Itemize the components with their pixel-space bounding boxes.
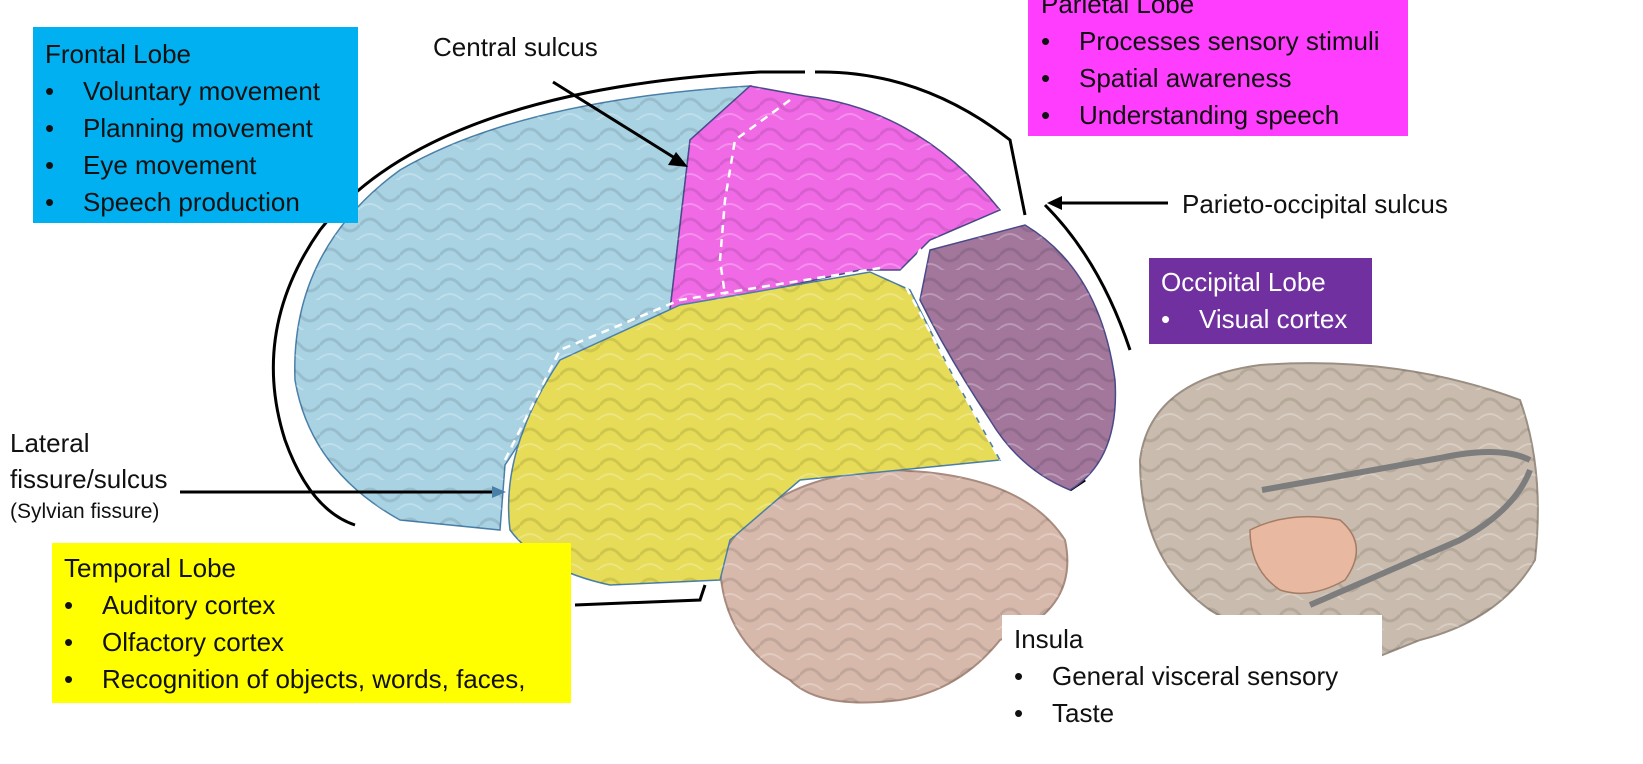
list-item: Understanding speech (1041, 97, 1408, 134)
central-sulcus-line (718, 98, 791, 296)
insula-title: Insula (1014, 624, 1084, 654)
temporal-lobe-region (503, 218, 1002, 586)
lateral-fissure-arrow (180, 486, 506, 498)
list-item: Taste (1014, 695, 1382, 732)
parietal-lobe-title: Parietal Lobe (1041, 0, 1195, 19)
list-item: Auditory cortex (64, 587, 571, 624)
temporal-bracket-line (574, 584, 707, 607)
temporal-lobe-title: Temporal Lobe (64, 553, 236, 583)
lateral-label-line2: fissure/sulcus (10, 464, 168, 494)
central-sulcus-arrow (552, 80, 688, 167)
list-item: Olfactory cortex (64, 624, 571, 661)
lateral-fissure-label: Lateral fissure/sulcus (Sylvian fissure) (10, 425, 168, 527)
insula-photo (1138, 362, 1539, 662)
lateral-label-line1: Lateral (10, 428, 90, 458)
retractor-upper (1261, 449, 1532, 493)
parieto-occipital-arrow (1047, 196, 1168, 210)
central-sulcus-label: Central sulcus (433, 32, 598, 62)
lateral-sulcus-line (503, 266, 881, 461)
parieto-occipital-sulcus-line (903, 218, 1002, 461)
retractor-lower (1308, 468, 1533, 608)
parietal-bracket-line (814, 70, 1027, 216)
list-item: Speech production (45, 184, 358, 221)
sylvian-fissure-label: (Sylvian fissure) (10, 500, 160, 523)
frontal-lobe-region (294, 85, 753, 531)
occipital-lobe-region (919, 224, 1117, 491)
frontal-bracket-line (271, 70, 805, 527)
list-item: Planning movement (45, 110, 358, 147)
list-item: Voluntary movement (45, 73, 358, 110)
frontal-lobe-title: Frontal Lobe (45, 39, 191, 69)
temporal-lobe-list: Auditory cortex Olfactory cortex Recogni… (64, 587, 571, 698)
list-item: Visual cortex (1161, 301, 1372, 338)
list-item: Recognition of objects, words, faces, (64, 661, 571, 698)
list-item: Eye movement (45, 147, 358, 184)
occipital-lobe-list: Visual cortex (1161, 301, 1372, 338)
parietal-lobe-list: Processes sensory stimuli Spatial awaren… (1041, 23, 1408, 134)
frontal-lobe-box: Frontal Lobe Voluntary movement Planning… (33, 27, 358, 223)
occipital-lobe-box: Occipital Lobe Visual cortex (1149, 258, 1372, 344)
temporal-lobe-box: Temporal Lobe Auditory cortex Olfactory … (52, 543, 571, 703)
occipital-lobe-title: Occipital Lobe (1161, 267, 1326, 297)
parietal-lobe-box: Parietal Lobe Processes sensory stimuli … (1028, 0, 1408, 136)
parietal-lobe-region (669, 85, 1002, 311)
frontal-lobe-list: Voluntary movement Planning movement Eye… (45, 73, 358, 221)
cerebellum (718, 468, 1069, 704)
list-item: General visceral sensory (1014, 658, 1382, 695)
parieto-occipital-sulcus-label: Parieto-occipital sulcus (1182, 189, 1448, 219)
occipital-bracket-line (1043, 203, 1132, 351)
insula-box: Insula General visceral sensory Taste (1002, 615, 1382, 764)
list-item: Spatial awareness (1041, 60, 1408, 97)
list-item: Processes sensory stimuli (1041, 23, 1408, 60)
insula-list: General visceral sensory Taste (1014, 658, 1382, 732)
insula-exposed-region (1249, 515, 1358, 595)
